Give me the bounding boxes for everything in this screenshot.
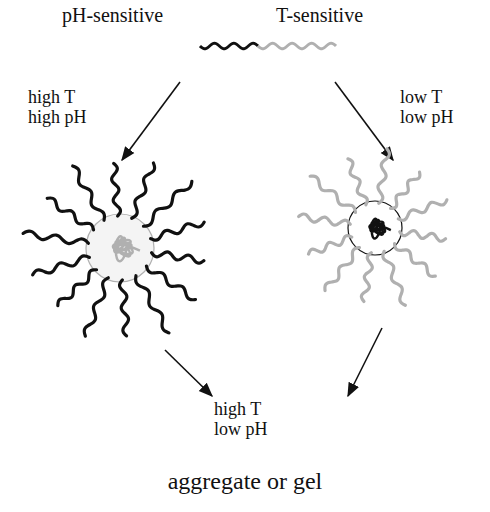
corona-chain: [23, 231, 88, 243]
block-copolymer: [200, 43, 336, 49]
block-label: T-sensitive: [276, 4, 363, 26]
corona-chain: [47, 198, 93, 230]
arrow: [335, 82, 393, 160]
ph-block: [200, 43, 258, 49]
corona-chain: [299, 214, 351, 225]
corona-chain: [136, 276, 169, 333]
condition-label: low T low pH: [400, 88, 470, 128]
micelle-ph-corona: [23, 163, 204, 336]
arrow: [348, 328, 382, 396]
corona-chain: [120, 280, 129, 336]
corona-chain: [400, 231, 446, 242]
corona-chain: [391, 172, 420, 208]
corona-chain: [325, 248, 359, 291]
t-block: [258, 43, 336, 49]
corona-chain: [84, 278, 108, 336]
corona-chain: [395, 244, 436, 277]
corona-chain: [348, 159, 367, 205]
micelle-core: [86, 214, 154, 282]
corona-chain: [151, 222, 205, 240]
corona-chain: [112, 163, 121, 216]
corona-chain: [152, 252, 204, 263]
arrow: [165, 350, 212, 396]
arrow: [122, 82, 180, 160]
condition-label: high T high pH: [28, 88, 98, 128]
micelle-t-corona: [299, 149, 447, 305]
corona-chain: [146, 266, 195, 300]
corona-chain: [73, 166, 105, 220]
corona-chain: [309, 236, 352, 254]
corona-chain: [132, 163, 155, 218]
result-label: aggregate or gel: [168, 468, 323, 494]
corona-chain: [310, 176, 355, 212]
corona-chain: [378, 149, 389, 203]
corona-chain: [398, 200, 447, 220]
core-chains: [369, 219, 390, 239]
block-label: pH-sensitive: [62, 4, 163, 26]
condition-label: high T low pH: [214, 400, 284, 440]
core-chains: [113, 236, 140, 261]
corona-chain: [143, 181, 191, 226]
corona-chain: [58, 270, 97, 306]
corona-chain: [383, 251, 405, 305]
corona-chain: [361, 253, 372, 302]
corona-chain: [33, 256, 90, 275]
